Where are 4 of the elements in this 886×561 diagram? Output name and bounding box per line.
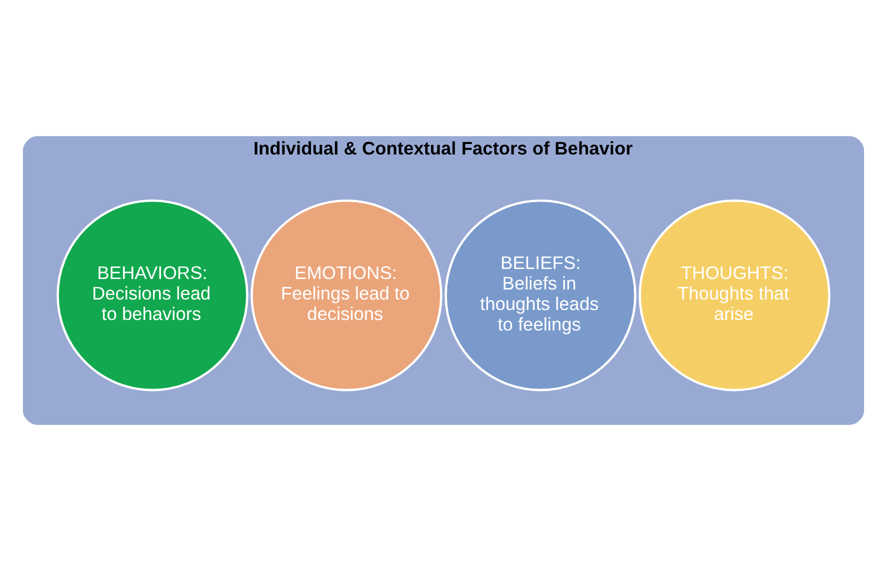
node-circle: BEHAVIORS: Decisions lead to behaviors [56, 199, 248, 392]
node-circle: BELIEFS: Beliefs in thoughts leads to feelings [444, 199, 636, 392]
node-circle: EMOTIONS: Feelings lead to decisions [250, 199, 442, 392]
node-circle: THOUGHTS: Thoughts that arise [638, 199, 830, 392]
